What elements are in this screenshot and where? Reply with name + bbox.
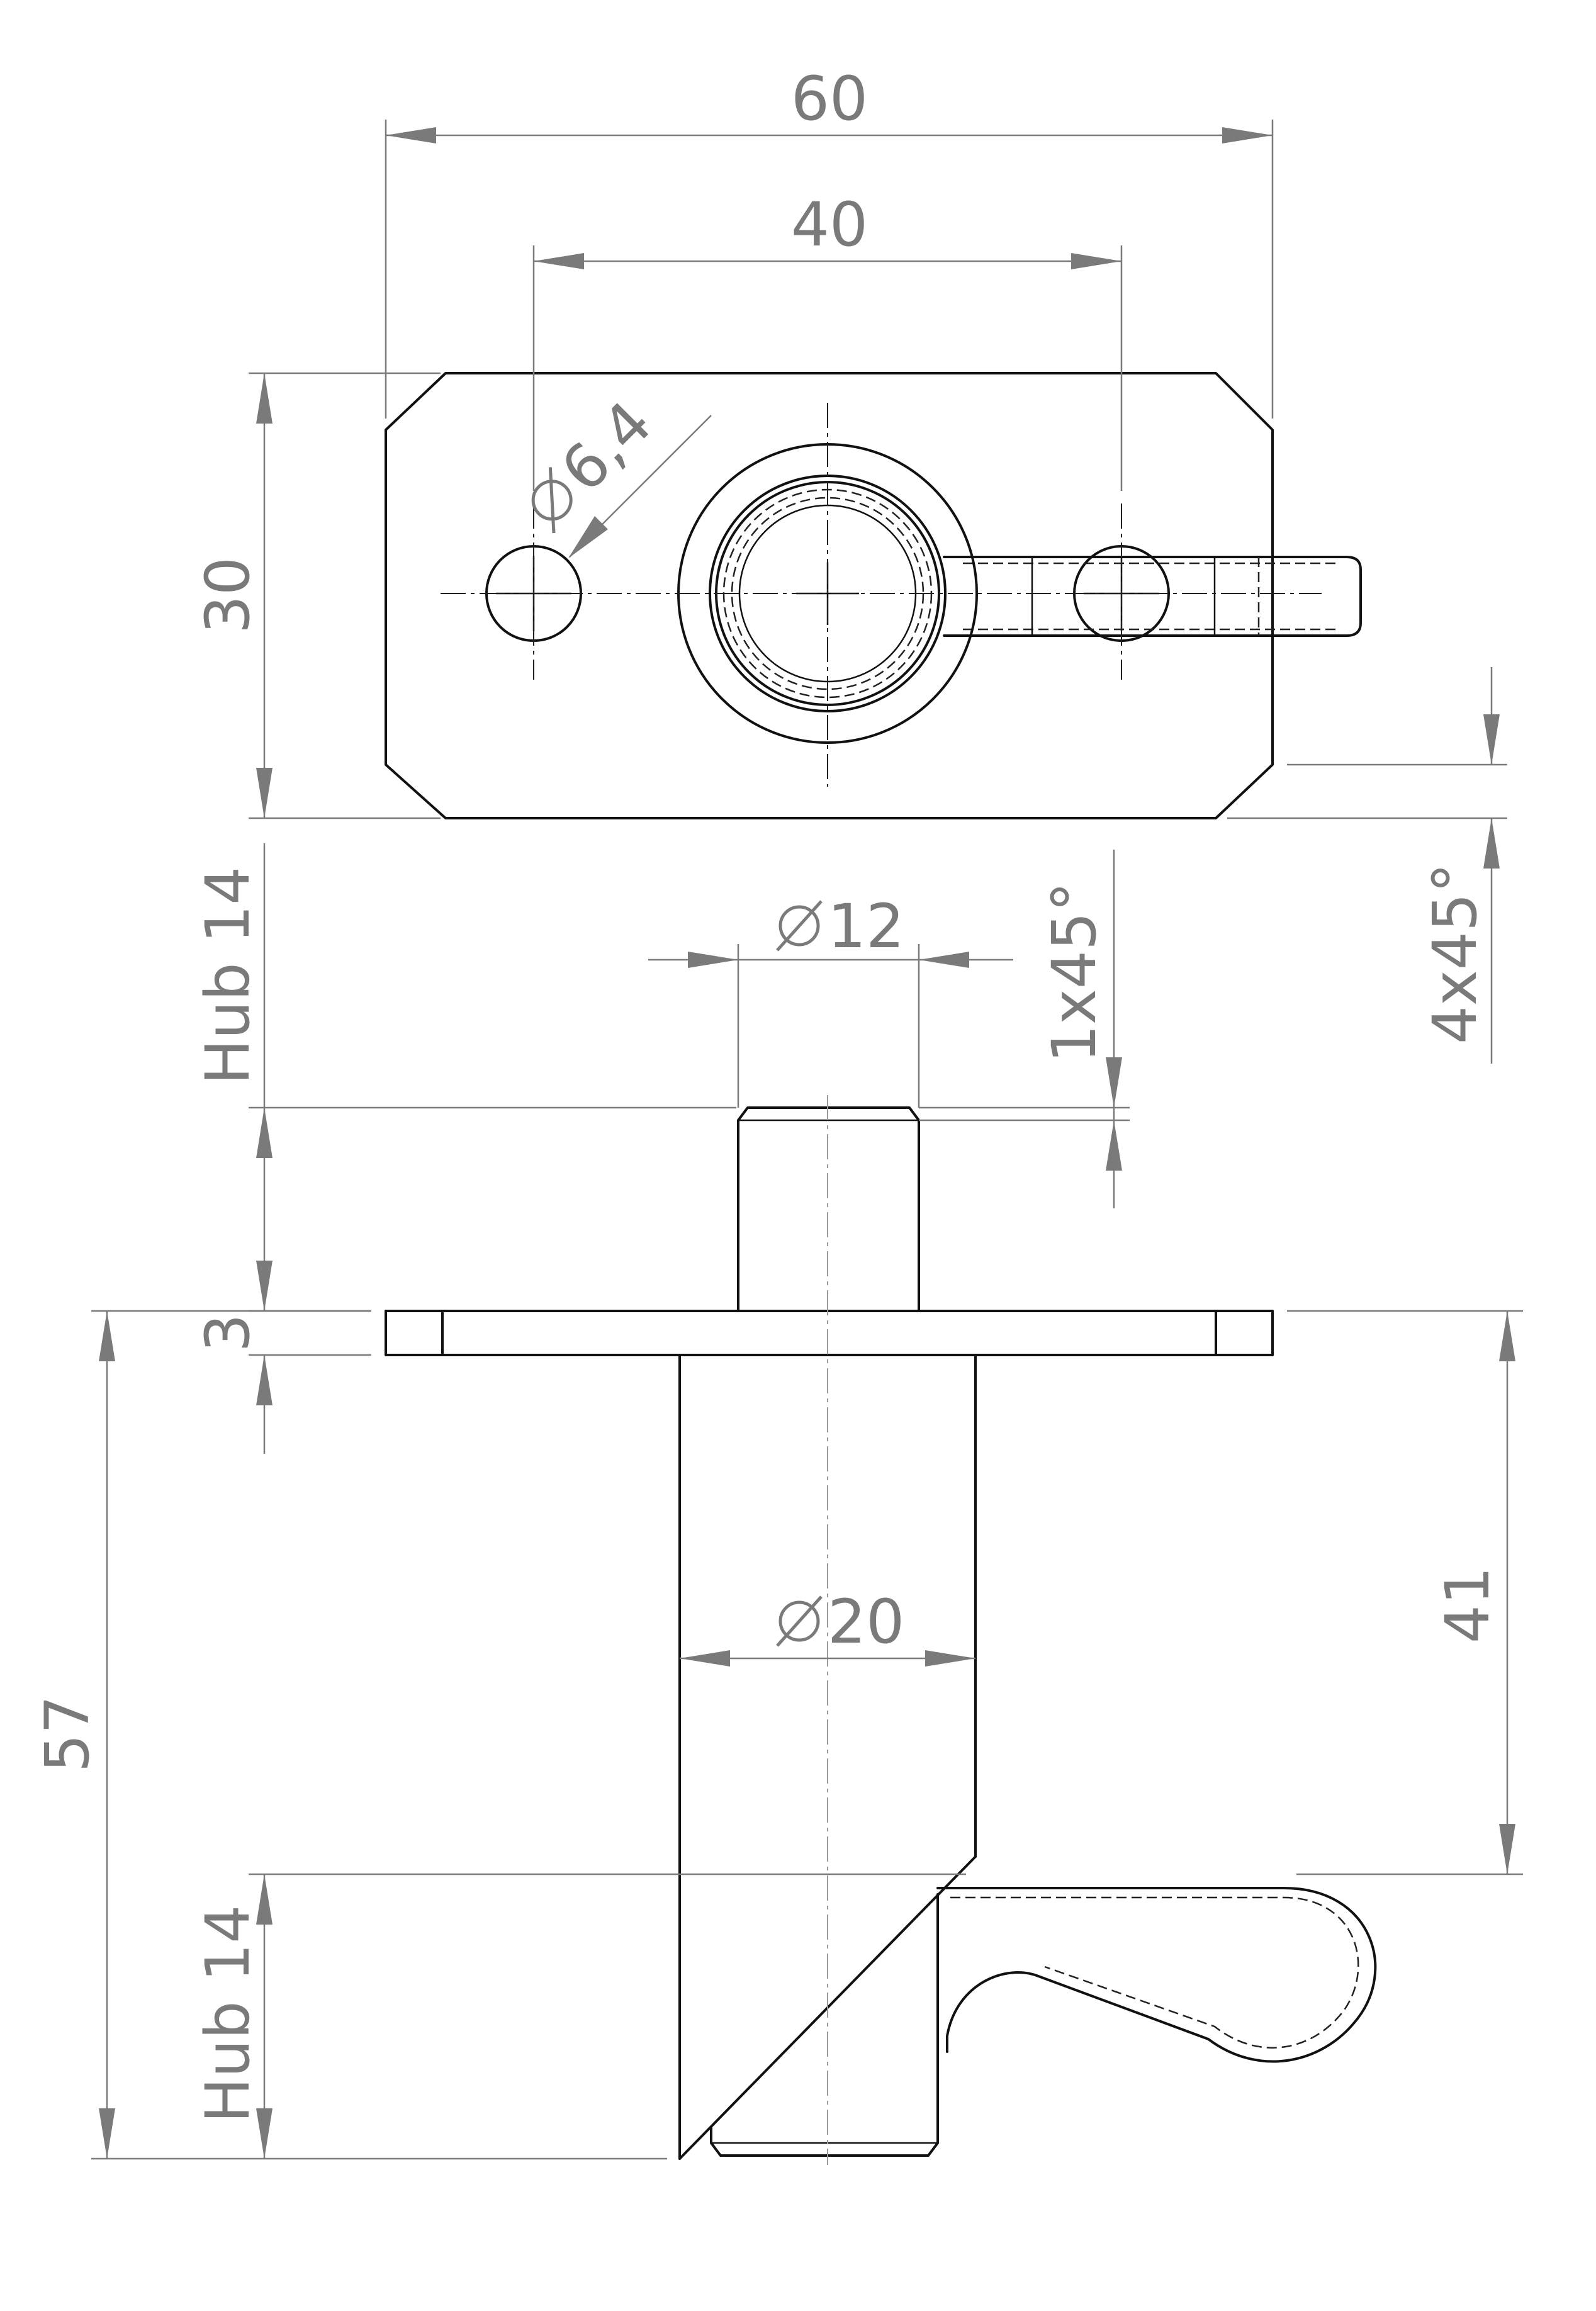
diameter-symbol-stroke [548, 467, 556, 534]
dim-20-arrow-left [680, 1650, 730, 1667]
dim-plate-height: 30 [193, 557, 263, 634]
dim-hub-top-arrow-up [256, 1108, 273, 1158]
dim-overall-width: 60 [791, 64, 868, 134]
pin-bottom [710, 1893, 939, 2157]
dim-hub-bottom-arrow-bottom [256, 2108, 273, 2159]
dim-57-arrow-top [99, 1311, 115, 1361]
dim-sleeve-label: 20 [776, 1587, 904, 1657]
dimensions: 60 40 30 6,4 Hub 14 3 [32, 64, 1523, 2160]
dim-plate-chamfer: 4x45° [1420, 863, 1490, 1044]
plate-outline [385, 372, 1274, 819]
dim-stroke-top: Hub 14 [193, 867, 263, 1085]
dim-plate-thickness: 3 [193, 1313, 263, 1352]
pin-top [737, 1106, 920, 1312]
dim-hub-bottom-arrow-top [256, 1874, 273, 1925]
dim-40-arrow-right [1071, 253, 1121, 269]
dim-overall-length: 57 [32, 1695, 103, 1772]
dim-41-arrow-bottom [1499, 1824, 1515, 1874]
diameter-symbol-20 [778, 1600, 820, 1642]
dim-hub-top-arrow-down [256, 1261, 273, 1311]
dim-1x45-arrow-down [1106, 1057, 1122, 1108]
dim-20-arrow-right [925, 1650, 975, 1667]
dim-3-arrow-up [256, 1355, 273, 1405]
dim-30-arrow-bottom [256, 768, 273, 818]
dim-4x45-arrow-up [1483, 818, 1500, 869]
dim-sleeve-length: 41 [1432, 1566, 1503, 1643]
diameter-symbol-12 [778, 905, 820, 947]
dim-1x45-arrow-up [1106, 1120, 1122, 1171]
handle-side [936, 1887, 1377, 2063]
dim-pin-chamfer: 1x45° [1039, 882, 1110, 1063]
side-view [385, 1095, 1377, 2165]
dim-sleeve-diameter: 20 [828, 1587, 904, 1657]
diameter-symbol-20-stroke [776, 1595, 823, 1647]
dim-hole-arrow [568, 516, 608, 558]
flange [385, 1310, 1274, 1356]
handle-bar [943, 556, 1362, 637]
dim-stroke-bottom: Hub 14 [193, 1905, 263, 2123]
dim-30-arrow-top [256, 373, 273, 424]
handle-side-hidden [950, 1896, 1359, 2049]
dim-60-arrow-left [386, 127, 436, 143]
dim-12-arrow-left [688, 952, 738, 968]
dim-12-arrow-right [919, 952, 969, 968]
dim-pin-diameter: 12 [828, 891, 904, 962]
dim-pin-label: 12 [776, 891, 904, 962]
dim-57-arrow-bottom [99, 2108, 115, 2159]
dim-41-arrow-top [1499, 1311, 1515, 1361]
dim-hole-label: 6,4 [531, 388, 665, 534]
dim-hole-spacing: 40 [791, 189, 868, 260]
dim-4x45-arrow-down [1483, 714, 1500, 765]
top-view [385, 372, 1362, 819]
diameter-symbol-12-stroke [776, 900, 823, 952]
dim-60-arrow-right [1222, 127, 1273, 143]
diameter-symbol [531, 480, 573, 521]
dim-40-arrow-left [534, 253, 584, 269]
